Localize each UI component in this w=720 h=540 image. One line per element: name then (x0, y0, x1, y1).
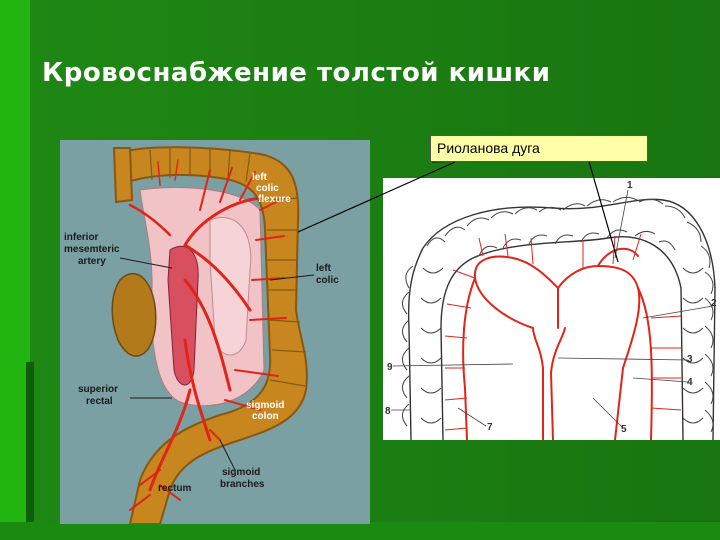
schematic-number-5: 5 (621, 424, 627, 435)
schematic-number-4: 4 (687, 377, 693, 388)
label-left-colic-2: colic (316, 275, 339, 286)
schematic-number-1: 1 (627, 180, 633, 191)
decorative-bottom-stripe (0, 522, 720, 540)
decorative-stripe-dark (26, 362, 34, 540)
colon-schematic: 1 2 3 4 5 7 8 9 (385, 180, 717, 440)
colon-schematic-panel: 1 2 3 4 5 7 8 9 (383, 178, 720, 440)
label-left-colic-flexure-2: colic (256, 183, 279, 194)
label-inferior-mesenteric-artery: inferior (64, 232, 99, 243)
colon-illustration: left colic flexure sigmoid colon inferio… (64, 146, 339, 524)
schematic-number-7: 7 (487, 422, 493, 433)
label-left-colic: left (316, 263, 332, 274)
label-left-colic-flexure: left (252, 172, 268, 183)
colon-illustration-panel: left colic flexure sigmoid colon inferio… (60, 140, 370, 524)
label-inferior-mesenteric-artery-2: mesemteric (64, 244, 120, 255)
decorative-stripe (0, 0, 30, 540)
label-sigmoid-branches: sigmoid (222, 467, 260, 478)
label-superior-rectal-2: rectal (86, 396, 113, 407)
label-sigmoid-colon-2: colon (252, 411, 279, 422)
label-inferior-mesenteric-artery-3: artery (78, 256, 106, 267)
label-sigmoid-branches-2: branches (220, 479, 265, 490)
schematic-number-8: 8 (385, 406, 391, 417)
label-sigmoid-colon: sigmoid (246, 400, 284, 411)
label-left-colic-flexure-3: flexure (258, 194, 291, 205)
schematic-number-2: 2 (711, 298, 717, 309)
schematic-number-9: 9 (387, 362, 393, 373)
slide-title: Кровоснабжение толстой кишки (42, 58, 551, 88)
schematic-number-3: 3 (687, 354, 693, 365)
label-superior-rectal: superior (78, 384, 118, 395)
label-rectum: rectum (158, 483, 191, 494)
riolan-arc-callout: Риоланова дуга (430, 135, 648, 162)
